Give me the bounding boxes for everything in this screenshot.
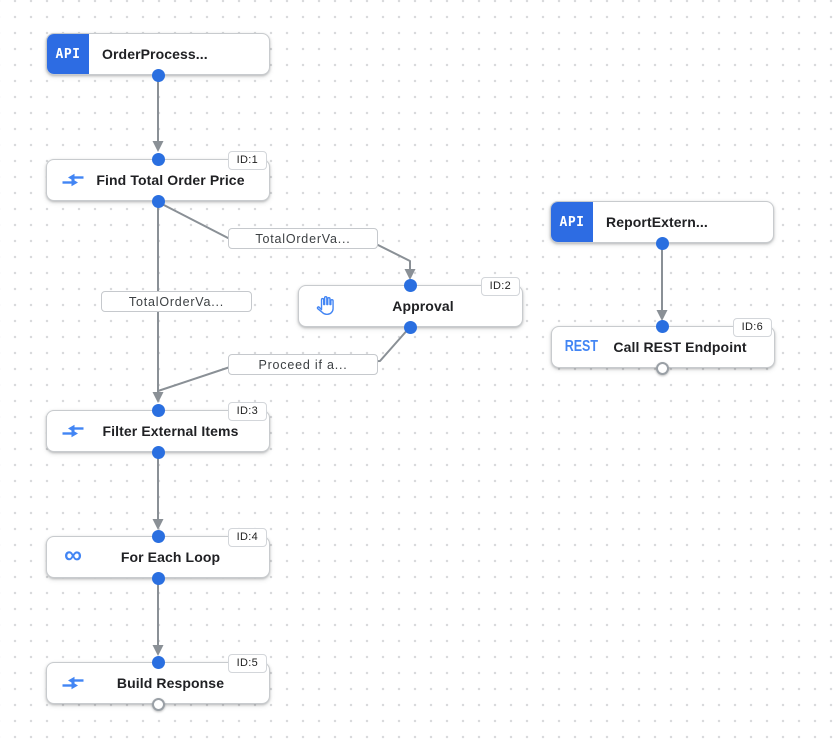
port-foreach-in[interactable] bbox=[151, 529, 165, 543]
for-each-loop-icon: ∞ bbox=[64, 540, 82, 569]
port-foreach-out[interactable] bbox=[151, 571, 165, 585]
task-node-filter-external-items[interactable]: ID:3 Filter External Items bbox=[46, 402, 270, 452]
trigger-node-orderprocess[interactable]: API OrderProcess... bbox=[46, 33, 270, 75]
trigger-node-reportextern[interactable]: API ReportExtern... bbox=[550, 201, 774, 243]
port-rest-out[interactable] bbox=[655, 361, 669, 375]
port-filter-in[interactable] bbox=[151, 403, 165, 417]
trigger-title: ReportExtern... bbox=[606, 214, 708, 230]
port-build-out[interactable] bbox=[151, 697, 165, 711]
task-node-approval[interactable]: ID:2 Approval bbox=[298, 277, 523, 327]
port-trigger1-out[interactable] bbox=[151, 68, 165, 82]
task-title: Find Total Order Price bbox=[96, 172, 245, 188]
approval-hand-icon bbox=[312, 295, 338, 317]
task-node-for-each-loop[interactable]: ID:4 ∞ For Each Loop bbox=[46, 528, 270, 578]
task-id-badge: ID:5 bbox=[227, 654, 267, 673]
task-title: Call REST Endpoint bbox=[613, 339, 747, 355]
task-title: Build Response bbox=[116, 675, 225, 691]
task-id-badge: ID:4 bbox=[227, 528, 267, 547]
edge-label-totalorderva-left[interactable]: TotalOrderVa... bbox=[101, 291, 252, 312]
task-node-build-response[interactable]: ID:5 Build Response bbox=[46, 654, 270, 704]
task-id-badge: ID:2 bbox=[480, 277, 520, 296]
api-trigger-icon: API bbox=[551, 202, 593, 242]
port-build-in[interactable] bbox=[151, 655, 165, 669]
data-mapping-icon bbox=[60, 419, 86, 443]
trigger-title: OrderProcess... bbox=[102, 46, 208, 62]
edge-label-proceed-if[interactable]: Proceed if a... bbox=[228, 354, 378, 375]
port-task1-in[interactable] bbox=[151, 152, 165, 166]
data-mapping-icon bbox=[60, 168, 86, 192]
task-title: For Each Loop bbox=[120, 549, 221, 565]
task-id-badge: ID:6 bbox=[732, 318, 772, 337]
edge-label-totalorderva-right[interactable]: TotalOrderVa... bbox=[228, 228, 378, 249]
api-trigger-icon: API bbox=[47, 34, 89, 74]
port-trigger2-out[interactable] bbox=[655, 236, 669, 250]
rest-icon: REST bbox=[564, 338, 598, 355]
task-node-call-rest-endpoint[interactable]: ID:6 REST Call REST Endpoint bbox=[551, 318, 775, 368]
port-rest-in[interactable] bbox=[655, 319, 669, 333]
task-title: Approval bbox=[392, 298, 454, 314]
task-node-find-total-order-price[interactable]: ID:1 Find Total Order Price bbox=[46, 151, 270, 201]
task-title: Filter External Items bbox=[102, 423, 239, 439]
port-approval-in[interactable] bbox=[403, 278, 417, 292]
edge-task1-to-approval bbox=[157, 201, 416, 280]
task-id-badge: ID:1 bbox=[227, 151, 267, 170]
port-task1-out[interactable] bbox=[151, 194, 165, 208]
task-id-badge: ID:3 bbox=[227, 402, 267, 421]
data-mapping-icon bbox=[60, 671, 86, 695]
port-approval-out[interactable] bbox=[403, 320, 417, 334]
port-filter-out[interactable] bbox=[151, 445, 165, 459]
